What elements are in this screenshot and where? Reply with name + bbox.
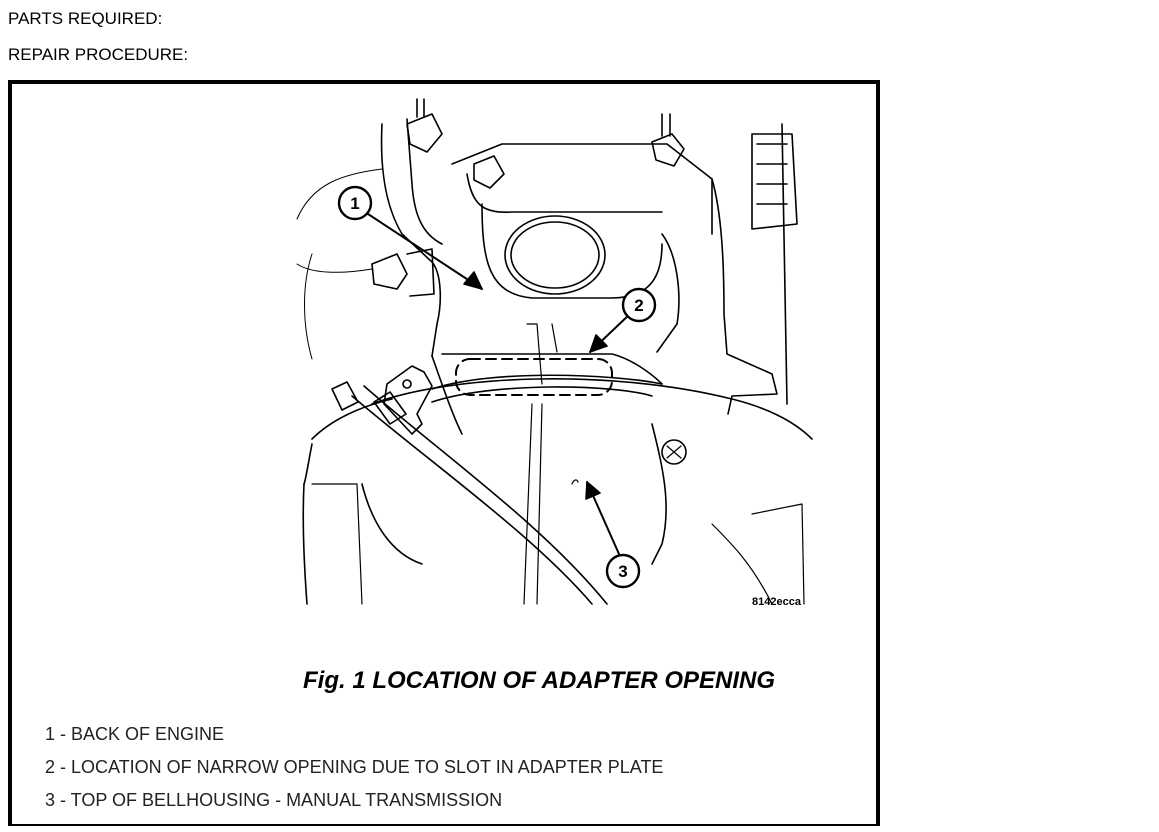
line-art	[296, 98, 813, 605]
callout-3-label: 3	[618, 562, 627, 581]
legend-item: 2 - LOCATION OF NARROW OPENING DUE TO SL…	[45, 757, 664, 777]
figure-frame: 1 2 3 8142ecca Fig. 1 LOCATION OF ADAPTE…	[8, 80, 880, 826]
repair-procedure-heading: REPAIR PROCEDURE:	[8, 45, 189, 64]
figure-caption: Fig. 1 LOCATION OF ADAPTER OPENING	[303, 667, 776, 694]
image-code: 8142ecca	[752, 596, 802, 608]
engine-adapter-illustration: 1 2 3 8142ecca	[296, 98, 813, 608]
legend-item: 3 - TOP OF BELLHOUSING - MANUAL TRANSMIS…	[45, 790, 503, 810]
callout-2-label: 2	[634, 296, 643, 315]
callout-2: 2	[621, 287, 657, 323]
figure-legend: 1 - BACK OF ENGINE 2 - LOCATION OF NARRO…	[45, 724, 663, 823]
callout-1-label: 1	[350, 194, 359, 213]
callout-3: 3	[605, 553, 641, 589]
parts-required-heading: PARTS REQUIRED:	[8, 9, 163, 28]
callout-1: 1	[337, 185, 373, 221]
legend-item: 1 - BACK OF ENGINE	[45, 724, 225, 744]
